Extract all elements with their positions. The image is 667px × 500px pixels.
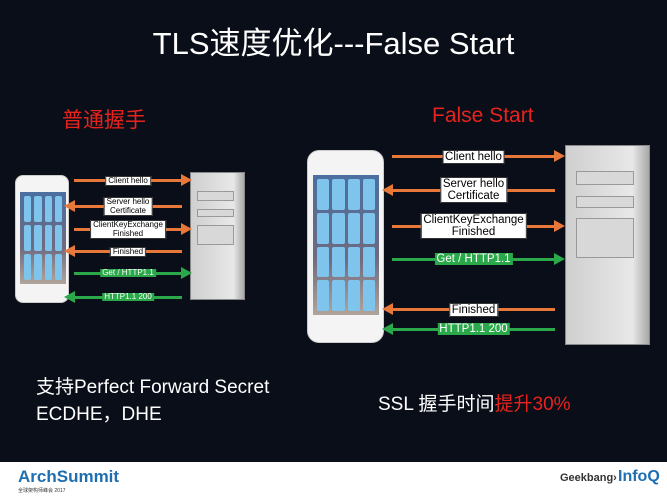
arrowhead-icon [64, 291, 75, 303]
arrowhead-icon [382, 184, 393, 196]
right-message-label: Client hello [442, 149, 505, 164]
left-heading: 普通握手 [62, 109, 146, 132]
footer: ArchSummit 全球架构师峰会 2017 Geekbang› InfoQ [0, 462, 667, 500]
improvement-prefix: SSL 握手时间 [378, 394, 495, 415]
improvement-highlight: 提升30% [494, 394, 571, 415]
archsummit-logo-sub: 全球架构师峰会 2017 [18, 488, 66, 494]
archsummit-logo-text: ArchSummit [18, 467, 120, 486]
left-message-label: HTTP1.1 200 [102, 291, 154, 301]
geekbang-logo: Geekbang› [560, 472, 617, 484]
pfs-note-line2: ECDHE，DHE [36, 403, 162, 425]
slide-title: TLS速度优化---False Start [152, 26, 515, 61]
arrowhead-icon [554, 220, 565, 232]
right-message-label: Get / HTTP1.1 [434, 252, 513, 265]
pfs-note-line1: 支持Perfect Forward Secret [36, 377, 270, 398]
arrowhead-icon [554, 150, 565, 162]
arrowhead-icon [382, 323, 393, 335]
left-message-label: Client hello [105, 175, 151, 186]
right-message-label: Finished [448, 302, 499, 317]
phone-icon [307, 150, 384, 343]
arrowhead-icon [382, 303, 393, 315]
arrowhead-icon [181, 223, 192, 235]
infoq-logo: InfoQ [618, 468, 660, 485]
arrowhead-icon [64, 200, 75, 212]
phone-icon [15, 175, 69, 303]
arrowhead-icon [64, 245, 75, 257]
right-heading: False Start [432, 104, 534, 127]
arrowhead-icon [181, 174, 192, 186]
arrowhead-icon [554, 253, 565, 265]
server-icon [190, 172, 245, 300]
left-message-label: Get / HTTP1.1 [100, 267, 156, 277]
server-icon [565, 145, 650, 345]
right-message-label: HTTP1.1 200 [437, 322, 510, 335]
arrowhead-icon [181, 267, 192, 279]
left-message-label: Finished [109, 246, 147, 257]
archsummit-logo: ArchSummit 全球架构师峰会 2017 [18, 467, 119, 494]
improvement-note: SSL 握手时间提升30% [378, 392, 571, 419]
